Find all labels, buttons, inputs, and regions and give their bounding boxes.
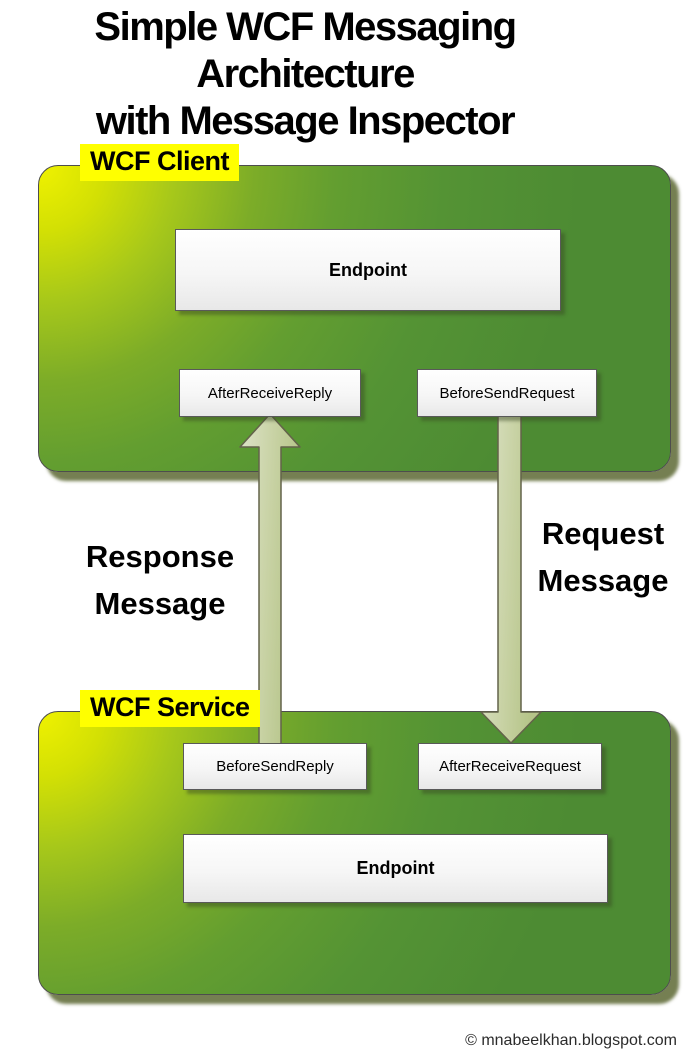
after-receive-request-box: AfterReceiveRequest (418, 743, 602, 790)
request-message-down-arrow (480, 415, 542, 744)
service-endpoint-box: Endpoint (183, 834, 608, 903)
wcf-client-container (38, 165, 671, 472)
request-message-line2: Message (537, 562, 669, 598)
response-message-line1: Response (85, 539, 235, 574)
response-message-label: Response Message (50, 534, 270, 627)
page-title-line2: with Message Inspector (95, 99, 516, 144)
page-title-line1: Simple WCF Messaging Architecture (94, 5, 517, 97)
wcf-client-label: WCF Client (80, 144, 239, 181)
client-endpoint-box: Endpoint (175, 229, 561, 311)
page-title: Simple WCF Messaging Architecture with M… (0, 4, 610, 146)
before-send-reply-box: BeforeSendReply (183, 743, 367, 790)
request-message-line1: Request (541, 516, 665, 551)
response-message-line2: Message (94, 585, 226, 621)
wcf-service-label: WCF Service (80, 690, 260, 727)
after-receive-reply-box: AfterReceiveReply (179, 369, 361, 417)
before-send-request-box: BeforeSendRequest (417, 369, 597, 417)
request-message-label: Request Message (515, 511, 687, 604)
footer-credit: © mnabeelkhan.blogspot.com (465, 1032, 677, 1049)
